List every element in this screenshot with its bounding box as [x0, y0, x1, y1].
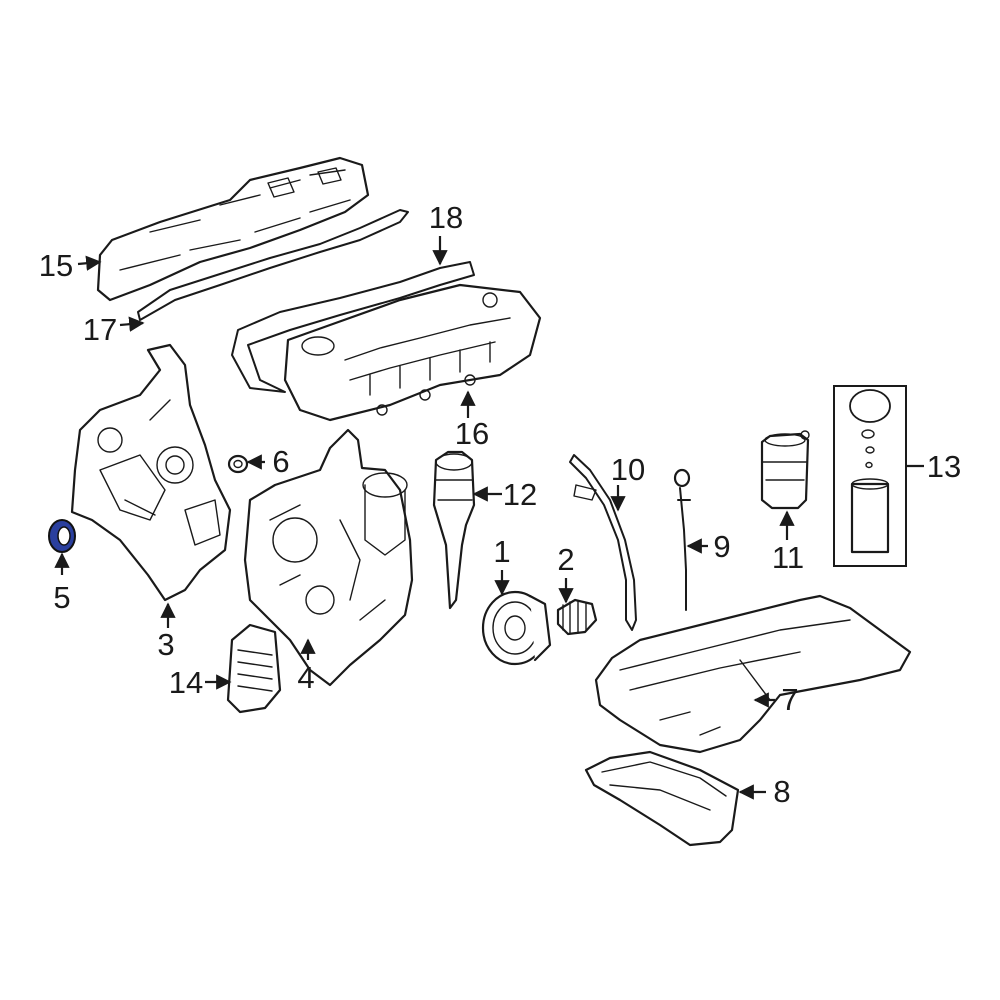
part-2-sprocket	[556, 598, 598, 636]
leader-lines	[54, 236, 924, 800]
callout-3: 3	[157, 627, 174, 662]
callout-7: 7	[781, 682, 798, 717]
callout-9: 9	[713, 529, 730, 564]
callout-15: 15	[39, 248, 73, 283]
callout-13: 13	[927, 449, 961, 484]
part-8-oil-pan-lower	[584, 750, 740, 847]
part-13-filter-kit	[833, 385, 907, 567]
callout-1: 1	[493, 534, 510, 569]
part-12-filter-housing	[432, 450, 476, 610]
leader-15	[77, 255, 102, 271]
callout-11: 11	[772, 540, 804, 575]
callout-10: 10	[611, 452, 645, 487]
part-3-timing-cover	[70, 343, 232, 602]
callout-17: 17	[83, 312, 117, 347]
leader-17	[119, 316, 145, 332]
part-7-oil-pan-upper	[594, 594, 912, 754]
callout-12: 12	[503, 477, 537, 512]
part-16-valve-cover	[283, 283, 542, 422]
callout-2: 2	[557, 542, 574, 577]
callout-8: 8	[773, 774, 790, 809]
part-9-dipstick	[673, 468, 691, 611]
callout-4: 4	[297, 660, 314, 695]
part-18-valve-cover-gasket	[231, 261, 475, 393]
part-11-filter-canister	[760, 430, 810, 510]
callout-16: 16	[455, 416, 489, 451]
callout-18: 18	[429, 200, 463, 235]
callout-labels: 1 2 3 4 5 6 7 8 9 10 11 12 13 14 15 16 1…	[39, 200, 961, 809]
part-14-oil-cooler	[226, 623, 282, 714]
part-4-timing-case	[243, 428, 414, 687]
callout-14: 14	[169, 665, 203, 700]
part-17-gasket	[137, 209, 409, 321]
part-15-engine-cover	[96, 156, 370, 302]
part-6-plug	[227, 454, 249, 474]
callout-6: 6	[272, 444, 289, 479]
part-5-seal-highlighted	[48, 519, 76, 553]
part-1-pulley	[481, 590, 552, 666]
callout-5: 5	[53, 580, 70, 615]
